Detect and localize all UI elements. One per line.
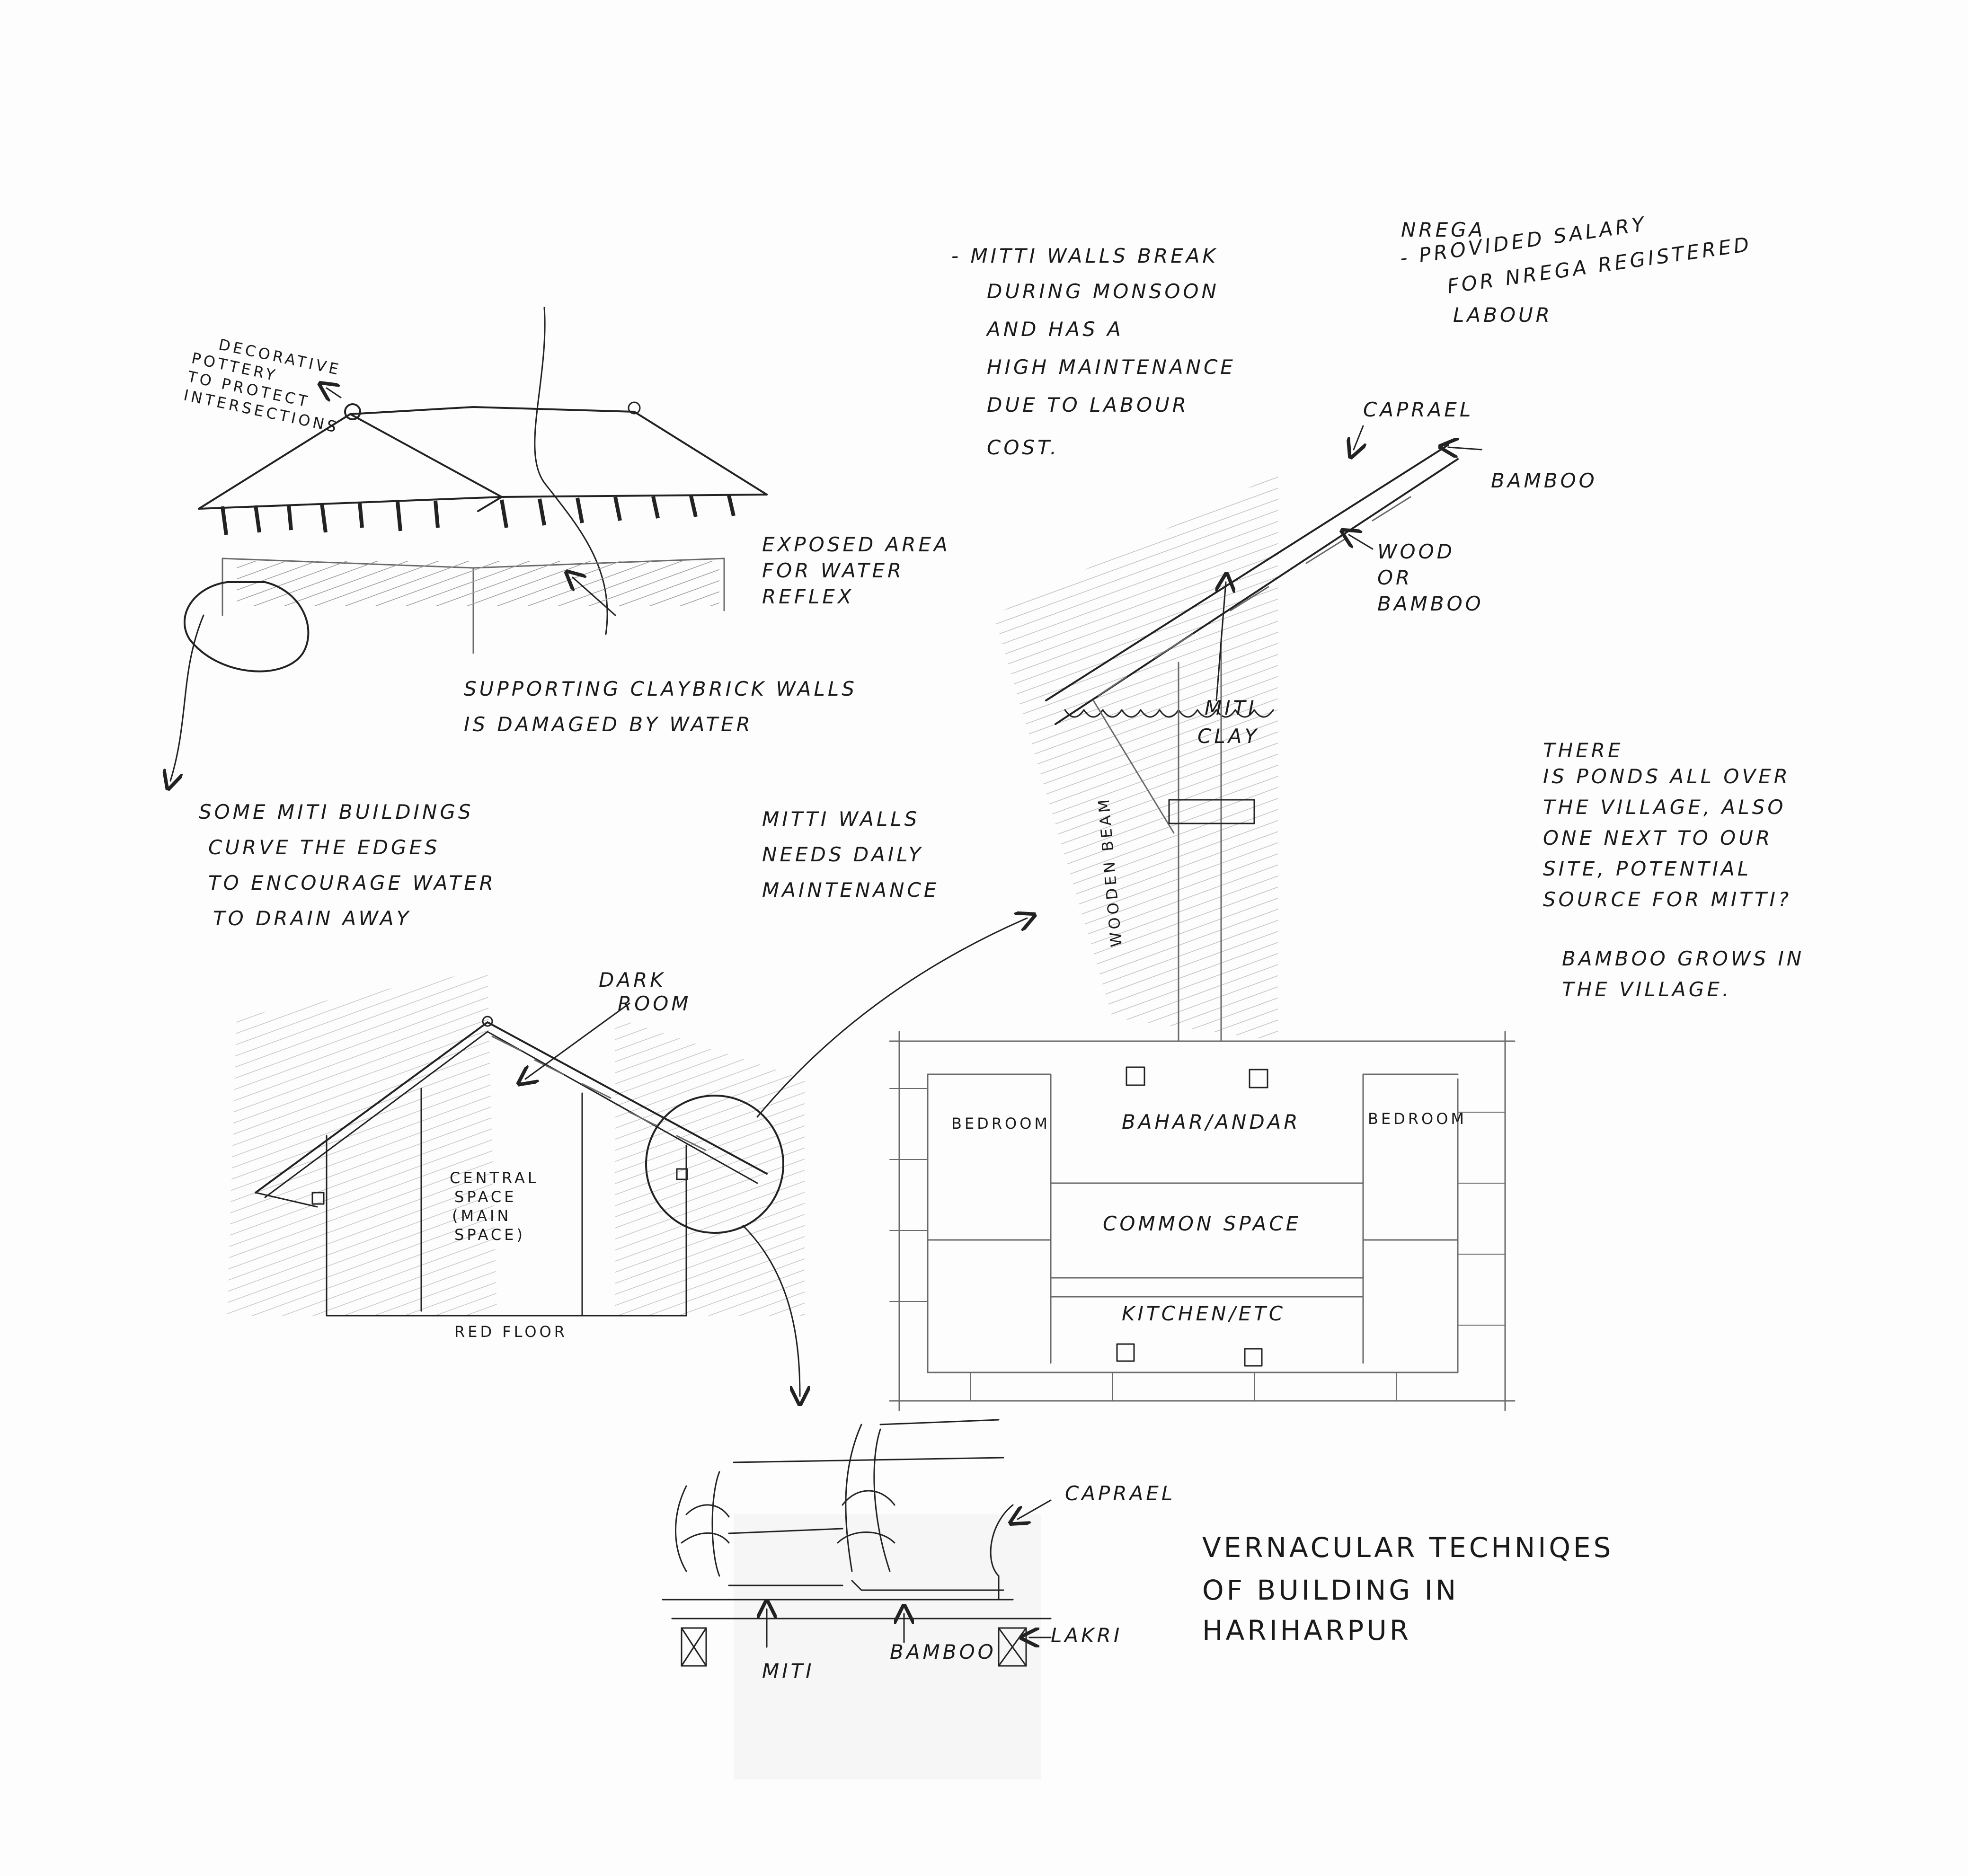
label-wood-or-bamboo: WOOD OR BAMBOO (1377, 540, 1484, 615)
note-bamboo-grows: BAMBOO GROWS IN THE VILLAGE. (1562, 947, 1804, 1001)
note-supporting-walls: SUPPORTING CLAYBRICK WALLS IS DAMAGED BY… (464, 677, 857, 736)
note-line: FOR WATER (762, 559, 904, 582)
note-miti-curve-edges: SOME MITI BUILDINGS CURVE THE EDGES TO E… (199, 800, 496, 930)
note-line: SOME MITI BUILDINGS (199, 800, 474, 823)
note-line: CURVE THE EDGES (208, 836, 440, 859)
note-line: DARK (599, 968, 666, 991)
note-line: DURING MONSOON (987, 280, 1219, 303)
note-line: THE VILLAGE, ALSO (1543, 796, 1786, 819)
note-line: BAMBOO (1377, 592, 1484, 615)
title-line: VERNACULAR TECHNIQES (1202, 1531, 1613, 1564)
note-line: CENTRAL (450, 1169, 539, 1187)
detail-caprael: CAPRAEL (1065, 1482, 1175, 1505)
note-line: THE VILLAGE. (1562, 978, 1731, 1001)
label-central-space: CENTRAL SPACE (MAIN SPACE) (450, 1169, 539, 1244)
label-red-floor: RED FLOOR (454, 1323, 567, 1341)
title-line: OF BUILDING IN (1202, 1574, 1459, 1606)
note-mitti-daily: MITTI WALLS NEEDS DAILY MAINTENANCE (762, 807, 939, 902)
note-line: ROOM (618, 992, 691, 1015)
note-line: COST. (987, 436, 1059, 459)
note-line: CLAY (1197, 725, 1259, 748)
note-line: AND HAS A (985, 318, 1124, 341)
note-line: HIGH MAINTENANCE (987, 355, 1236, 379)
plan-bedroom-left: BEDROOM (951, 1115, 1050, 1133)
note-line: - MITTI WALLS BREAK (951, 244, 1218, 267)
detail-lakri: LAKRI (1051, 1624, 1122, 1647)
label-miti-clay: MITI CLAY (1197, 696, 1259, 748)
roof-fringe (221, 495, 736, 535)
note-line: MITI (1205, 696, 1257, 719)
note-line: WOOD (1377, 540, 1455, 563)
note-line: SUPPORTING CLAYBRICK WALLS (464, 677, 857, 700)
plan-bahar-andar: BAHAR/ANDAR (1122, 1110, 1301, 1133)
note-line: REFLEX (762, 585, 854, 608)
detail-bamboo: BAMBOO (890, 1640, 996, 1664)
note-line: SITE, POTENTIAL (1543, 857, 1751, 880)
note-line: NEEDS DAILY (762, 843, 923, 866)
label-caprael: CAPRAEL (1363, 398, 1473, 421)
note-line: SPACE (454, 1188, 516, 1206)
house-perspective-sketch (170, 307, 768, 781)
note-line: MAINTENANCE (762, 878, 939, 902)
gable-section-sketch (227, 918, 1027, 1396)
floor-plan-sketch (889, 1031, 1516, 1411)
label-bamboo: BAMBOO (1491, 469, 1597, 492)
sheet-title: VERNACULAR TECHNIQES OF BUILDING IN HARI… (1202, 1531, 1613, 1646)
plan-kitchen: KITCHEN/ETC (1122, 1302, 1285, 1325)
note-line: BAMBOO GROWS IN (1562, 947, 1804, 970)
plan-common-space: COMMON SPACE (1103, 1212, 1301, 1235)
note-line: EXPOSED AREA (762, 533, 950, 556)
note-mitti-monsoon: - MITTI WALLS BREAK DURING MONSOON AND H… (951, 244, 1236, 459)
note-decorative-pottery: DECORATIVE POTTERY TO PROTECT INTERSECTI… (182, 336, 343, 437)
note-line: TO DRAIN AWAY (213, 907, 411, 930)
note-line: SOURCE FOR MITTI? (1543, 888, 1791, 911)
note-line: LABOUR (1453, 303, 1552, 327)
note-exposed-area: EXPOSED AREA FOR WATER REFLEX (762, 533, 950, 608)
note-line: (MAIN (452, 1207, 511, 1225)
note-line: MITTI WALLS (762, 807, 920, 831)
note-line: NREGA (1401, 218, 1485, 241)
note-line: ONE NEXT TO OUR (1543, 826, 1773, 850)
note-line: DUE TO LABOUR (987, 393, 1189, 416)
roof-tile-detail-sketch (662, 1419, 1052, 1779)
note-line: TO ENCOURAGE WATER (208, 871, 496, 894)
roof-section-sketch (994, 425, 1482, 1042)
note-line: THERE (1543, 739, 1623, 762)
note-line: SPACE) (454, 1226, 525, 1244)
label-dark-room: DARK ROOM (599, 968, 691, 1015)
note-ponds: THERE IS PONDS ALL OVER THE VILLAGE, ALS… (1543, 739, 1791, 911)
plan-bedroom-right: BEDROOM (1368, 1110, 1467, 1128)
note-nrega: NREGA - PROVIDED SALARY FOR NREGA REGIST… (1399, 212, 1754, 327)
detail-mitti: MITI (762, 1659, 815, 1682)
title-line: HARIHARPUR (1202, 1614, 1411, 1646)
note-line: IS DAMAGED BY WATER (464, 713, 753, 736)
note-line: OR (1377, 566, 1412, 589)
note-line: IS PONDS ALL OVER (1543, 765, 1791, 788)
